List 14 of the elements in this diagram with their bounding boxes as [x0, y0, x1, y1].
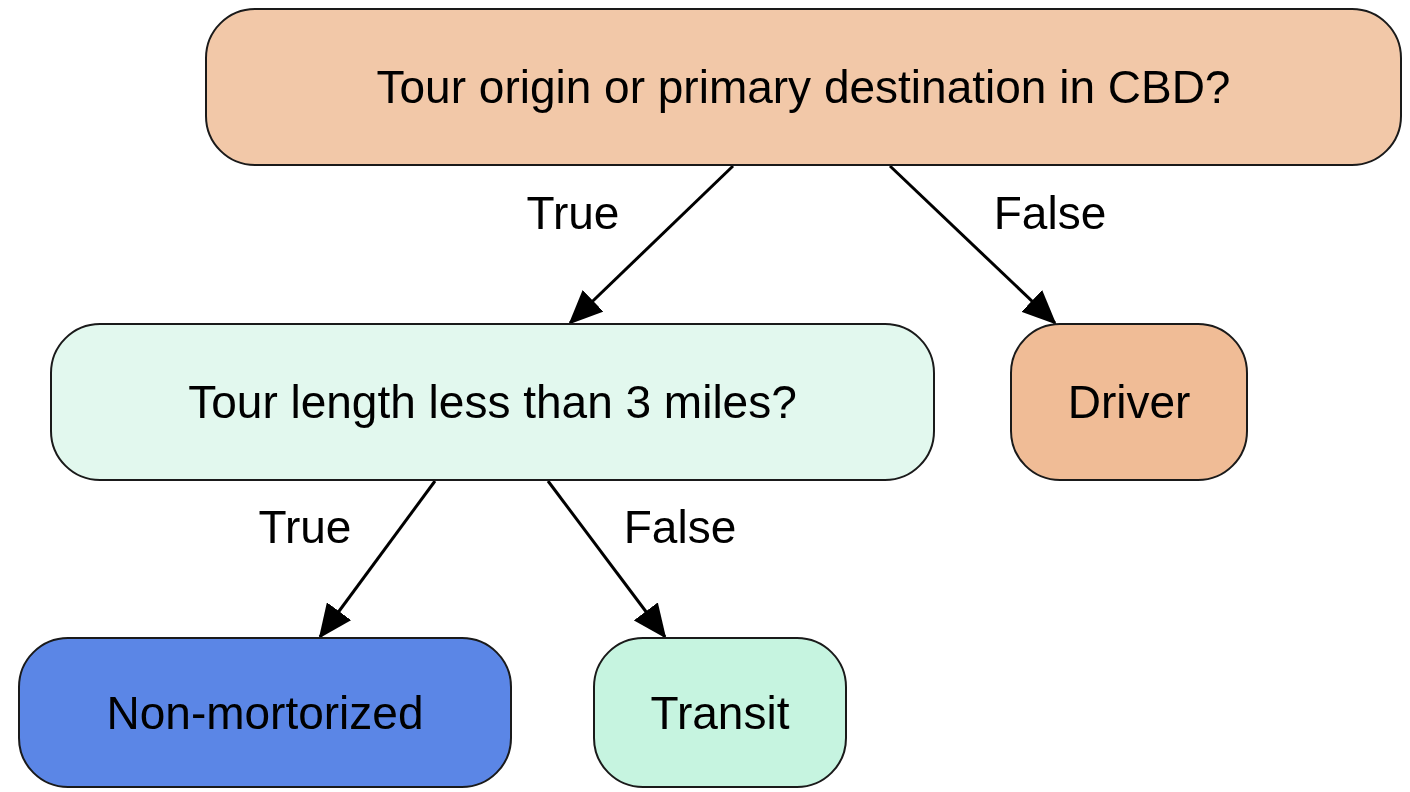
- node-label: Transit: [650, 685, 790, 740]
- decision-box: [50, 323, 935, 481]
- arrow: [546, 480, 667, 639]
- decision-box: [205, 8, 1402, 166]
- node-label: Tour length less than 3 miles?: [188, 375, 797, 429]
- arrow: [888, 164, 1057, 325]
- node-label: Non-mortorized: [106, 685, 424, 740]
- decision-box: [1010, 323, 1248, 481]
- node-label: Tour origin or primary destination in CBD?: [376, 60, 1231, 114]
- decision-box: [593, 637, 847, 788]
- decision-box: [18, 637, 512, 788]
- arrow: [318, 480, 437, 639]
- node-label: Driver: [1067, 375, 1191, 429]
- arrow: [568, 164, 735, 325]
